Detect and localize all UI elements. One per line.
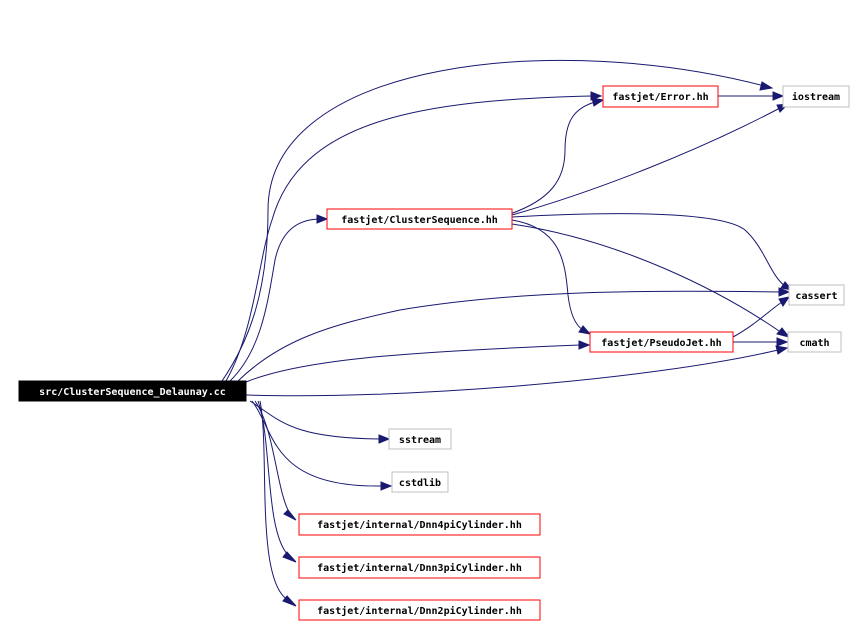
edge-source-to-dnn3 (257, 400, 297, 563)
node-box (298, 599, 541, 621)
node-box (18, 380, 247, 402)
node-box (589, 331, 734, 353)
node-dnn4picylinder-header[interactable]: fastjet/internal/Dnn4piCylinder.hh (298, 513, 541, 536)
node-label: cassert (795, 291, 837, 302)
edge-source-to-pseudojet (245, 340, 591, 383)
node-box (787, 331, 842, 353)
edge-clusterseq-to-cmath (511, 223, 791, 338)
edge-source-to-cmath (245, 345, 789, 397)
node-label: sstream (399, 435, 441, 446)
node-label: cstdlib (399, 477, 441, 489)
node-label: fastjet/Error.hh (612, 91, 708, 103)
edge-error-to-iostream (718, 91, 785, 101)
node-label: iostream (792, 91, 840, 103)
node-iostream[interactable]: iostream (782, 85, 850, 108)
edges-layer (221, 59, 794, 607)
node-box (788, 284, 845, 306)
node-box (298, 556, 541, 579)
node-dnn2picylinder-header[interactable]: fastjet/internal/Dnn2piCylinder.hh (298, 599, 541, 621)
node-box (388, 428, 452, 450)
node-cmath[interactable]: cmath (787, 331, 842, 353)
edge-clusterseq-to-iostream (511, 103, 790, 216)
node-error-header[interactable]: fastjet/Error.hh (602, 85, 719, 108)
edge-source-to-clusterseq (229, 214, 329, 382)
edge-source-to-error (225, 91, 603, 382)
node-label: fastjet/internal/Dnn3piCylinder.hh (317, 562, 522, 574)
edge-clusterseq-to-error (509, 97, 605, 215)
node-label: cmath (799, 338, 829, 349)
node-clustersequence-header[interactable]: fastjet/ClusterSequence.hh (326, 208, 513, 230)
node-box (298, 513, 541, 536)
node-label: fastjet/internal/Dnn4piCylinder.hh (317, 519, 522, 531)
node-label: fastjet/PseudoJet.hh (601, 337, 721, 349)
node-box (326, 208, 513, 230)
node-box (602, 85, 719, 108)
node-sstream[interactable]: sstream (388, 428, 452, 450)
node-source-file[interactable]: src/ClusterSequence_Delaunay.cc (18, 380, 247, 402)
node-box (782, 85, 850, 108)
edge-source-to-dnn4 (254, 400, 297, 521)
edge-source-to-iostream (221, 59, 774, 382)
edge-clusterseq-to-cassert (511, 213, 794, 291)
nodes-layer: src/ClusterSequence_Delaunay.cc fastjet/… (18, 85, 850, 621)
node-dnn3picylinder-header[interactable]: fastjet/internal/Dnn3piCylinder.hh (298, 556, 541, 579)
edge-source-to-dnn2 (259, 400, 297, 607)
node-label: fastjet/ClusterSequence.hh (341, 214, 498, 226)
edge-source-to-cstdlib (251, 400, 393, 491)
node-cassert[interactable]: cassert (788, 284, 845, 306)
node-label: src/ClusterSequence_Delaunay.cc (39, 387, 226, 398)
edge-clusterseq-to-pseudojet (511, 219, 592, 335)
node-pseudojet-header[interactable]: fastjet/PseudoJet.hh (589, 331, 734, 353)
node-cstdlib[interactable]: cstdlib (391, 471, 449, 493)
edge-pseudojet-to-cassert (732, 296, 791, 338)
node-box (391, 471, 449, 493)
edge-pseudojet-to-cmath (733, 337, 789, 347)
node-label: fastjet/internal/Dnn2piCylinder.hh (317, 605, 522, 617)
edge-source-to-cassert (237, 287, 791, 382)
